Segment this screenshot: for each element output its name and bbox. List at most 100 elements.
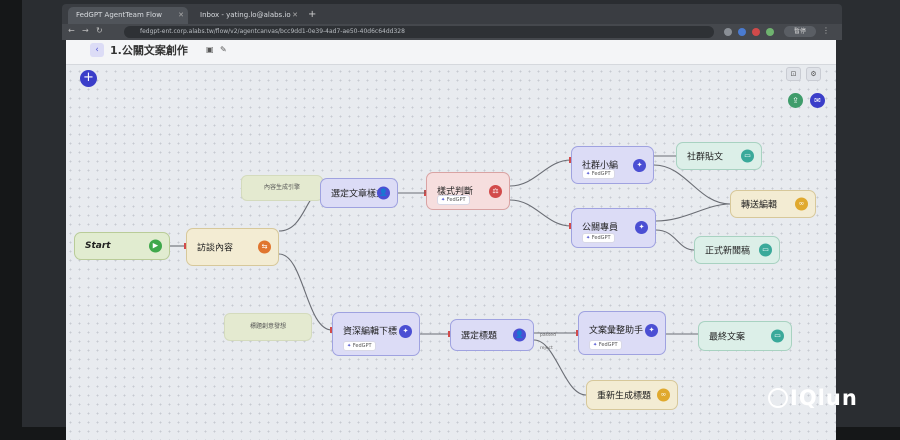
link-icon: ∞: [657, 388, 670, 402]
reload-icon[interactable]: ↻: [96, 26, 103, 35]
edge-handle: [569, 157, 572, 163]
edit-icon[interactable]: ✎: [220, 45, 227, 54]
user-icon: 👤: [377, 186, 390, 200]
tab-label: FedGPT AgentTeam Flow: [76, 11, 162, 19]
node-label: 文案彙整助手: [589, 326, 644, 336]
profile-label: 暫停: [793, 28, 806, 35]
edge-handle: [184, 243, 187, 249]
node-select-article[interactable]: 選定文章樣式 👤: [320, 178, 398, 208]
settings-icon[interactable]: ⚙: [806, 67, 821, 81]
play-icon: ▶: [149, 239, 162, 253]
edge-label-reject: reject: [540, 346, 553, 351]
close-icon[interactable]: ✕: [292, 11, 298, 19]
link-icon: ∞: [795, 197, 808, 211]
code-view-button[interactable]: ⊡: [786, 67, 801, 81]
flow-edges: [170, 155, 731, 396]
node-label: 公關專員: [582, 223, 619, 233]
user-icon: 👤: [513, 328, 526, 342]
browser-toolbar: ← → ↻ fedgpt-ent.corp.alabs.tw/flow/v2/a…: [62, 24, 842, 40]
fedgpt-tag: ✦ FedGPT: [589, 340, 622, 350]
edge-handle: [569, 223, 572, 229]
watermark-logo-icon: [768, 388, 788, 408]
node-transfer-edit[interactable]: 轉送編輯 ∞: [730, 190, 816, 218]
extension-icon[interactable]: [752, 28, 760, 36]
app-header: ‹ 1.公關文案創作 ▣ ✎: [66, 40, 836, 65]
node-label: 正式新聞稿: [705, 246, 751, 257]
edge-handle: [576, 330, 579, 336]
message-icon: ▭: [759, 243, 772, 257]
node-interview[interactable]: 訪談內容 ⇆: [186, 228, 279, 266]
node-final-copy[interactable]: 最終文案 ▭: [698, 321, 792, 351]
chat-icon[interactable]: ✉: [810, 93, 825, 108]
address-bar[interactable]: fedgpt-ent.corp.alabs.tw/flow/v2/agentca…: [124, 26, 714, 38]
profile-button[interactable]: 暫停: [784, 26, 816, 37]
menu-icon[interactable]: ⋮: [822, 26, 830, 35]
node-social-editor[interactable]: 社群小編 ✦ ✦ FedGPT: [571, 146, 654, 184]
sparkle-icon: ✦: [399, 325, 412, 338]
note-label: 標題創意發想: [249, 323, 286, 330]
back-arrow-icon[interactable]: ←: [68, 26, 75, 35]
extension-icon[interactable]: [766, 28, 774, 36]
sparkle-icon: ✦: [645, 324, 658, 337]
node-label: 訪談內容: [197, 243, 234, 254]
new-tab-icon[interactable]: +: [308, 9, 317, 20]
share-icon: ⇆: [258, 240, 271, 254]
tab-label: Inbox - yating.lo@alabs.io: [200, 11, 291, 19]
edge-judge-pr: [509, 199, 572, 227]
url-text: fedgpt-ent.corp.alabs.tw/flow/v2/agentca…: [140, 28, 405, 35]
node-select-title[interactable]: 選定標題 👤: [450, 319, 534, 351]
node-regen-title[interactable]: 重新生成標題 ∞: [586, 380, 678, 410]
node-start[interactable]: Start ▶: [74, 232, 170, 260]
node-senior-editor[interactable]: 資深編輯下標 ✦ ✦ FedGPT: [332, 312, 420, 356]
node-label: 選定文章樣式: [331, 189, 386, 200]
message-icon: ▭: [771, 329, 784, 343]
node-pr-specialist[interactable]: 公關專員 ✦ ✦ FedGPT: [571, 208, 656, 248]
page-title: 1.公關文案創作: [110, 44, 188, 57]
edge-pr-transfer: [655, 203, 731, 222]
node-label: 重新生成標題: [597, 391, 652, 402]
node-label: Start: [85, 241, 111, 251]
edge-handle: [448, 331, 451, 337]
node-label: 最終文案: [709, 332, 746, 343]
browser-tab-active[interactable]: FedGPT AgentTeam Flow ✕: [68, 7, 188, 24]
node-label: 樣式判斷: [437, 187, 474, 197]
fedgpt-tag: ✦ FedGPT: [582, 233, 615, 243]
node-label: 資深編輯下標: [343, 327, 398, 337]
node-label: 社群小編: [582, 161, 619, 171]
forward-arrow-icon[interactable]: →: [82, 26, 89, 35]
node-social-post[interactable]: 社群貼文 ▭: [676, 142, 762, 170]
add-node-button[interactable]: +: [80, 70, 97, 87]
edge-judge-social: [509, 159, 572, 187]
browser-tab-bar: FedGPT AgentTeam Flow ✕ Inbox - yating.l…: [62, 4, 842, 24]
close-icon[interactable]: ✕: [178, 11, 184, 19]
browser-tab-inbox[interactable]: Inbox - yating.lo@alabs.io ✕: [192, 7, 302, 24]
node-style-judge[interactable]: 樣式判斷 ⚖ ✦ FedGPT: [426, 172, 510, 210]
fedgpt-tag: ✦ FedGPT: [437, 195, 470, 205]
note-title-brainstorm[interactable]: 標題創意發想: [224, 313, 312, 341]
judge-icon: ⚖: [489, 185, 502, 198]
node-label: 選定標題: [461, 331, 498, 342]
note-label: 內容生成引擎: [263, 184, 300, 191]
note-content-guide[interactable]: 內容生成引擎: [241, 175, 323, 201]
monitor-screen: FedGPT AgentTeam Flow ✕ Inbox - yating.l…: [22, 0, 900, 440]
edge-pr-formal: [655, 229, 695, 251]
message-icon: ▭: [741, 149, 754, 163]
sparkle-icon: ✦: [635, 221, 648, 234]
save-icon[interactable]: ▣: [206, 45, 214, 54]
back-button[interactable]: ‹: [90, 43, 104, 57]
fedgpt-tag: ✦ FedGPT: [343, 341, 376, 351]
node-copy-assistant[interactable]: 文案彙整助手 ✦ ✦ FedGPT: [578, 311, 666, 355]
extension-icon[interactable]: [724, 28, 732, 36]
edge-interview-senior-editor: [278, 253, 333, 331]
upload-icon[interactable]: ⇪: [788, 93, 803, 108]
node-formal-news[interactable]: 正式新聞稿 ▭: [694, 236, 780, 264]
edge-social-transfer: [653, 164, 731, 205]
edge-handle: [330, 327, 333, 333]
edge-label-passed: passed: [540, 333, 556, 338]
node-label: 社群貼文: [687, 152, 724, 163]
node-label: 轉送編輯: [741, 200, 778, 211]
flow-canvas-page: ‹ 1.公關文案創作 ▣ ✎ ⊡ ⚙ + ⇪ ✉: [66, 40, 836, 440]
fedgpt-tag: ✦ FedGPT: [582, 169, 615, 179]
sparkle-icon: ✦: [633, 159, 646, 172]
extension-icon[interactable]: [738, 28, 746, 36]
